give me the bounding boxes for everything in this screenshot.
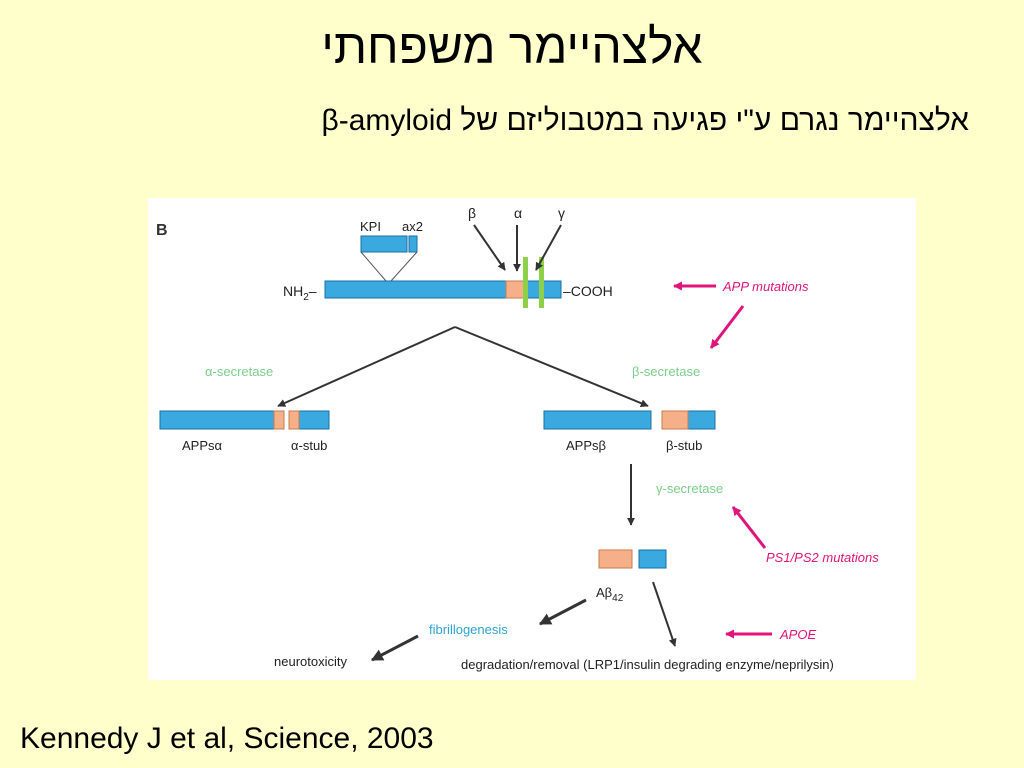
alpha-stub-label: α-stub (291, 438, 327, 453)
ax2-label: ax2 (402, 219, 423, 234)
tm-bar-1 (523, 257, 528, 308)
alpha-secretase-label: α-secretase (205, 364, 273, 379)
ax2-domain (408, 235, 418, 253)
apps-beta-fragment (543, 410, 652, 430)
app-processing-figure: B KPI ax2 NH2– –COOH β α γ APP mutations… (148, 198, 916, 680)
kpi-label: KPI (360, 219, 381, 234)
beta-stub-label: β-stub (666, 438, 702, 453)
slide-subtitle: אלצהיימר נגרם ע"י פגיעה במטבוליזם של β-a… (321, 104, 969, 137)
alpha-stub-abeta-part (288, 410, 300, 430)
beta-site-label: β (468, 205, 476, 221)
ps-mutations-label: PS1/PS2 mutations (766, 550, 879, 565)
beta-secretase-label: β-secretase (632, 364, 700, 379)
neurotoxicity-arrow (370, 634, 419, 662)
apoe-label: APOE (779, 627, 816, 642)
citation: Kennedy J et al, Science, 2003 (20, 722, 434, 755)
beta-stub-abeta-part (661, 410, 689, 430)
nh2-label: NH2– (283, 283, 317, 303)
degradation-label: degradation/removal (LRP1/insulin degrad… (461, 657, 834, 672)
gamma-site-arrow (535, 224, 562, 271)
slide-title: אלצהיימר משפחתי (321, 21, 703, 74)
apps-beta-label: APPsβ (566, 438, 606, 453)
neurotoxicity-label: neurotoxicity (274, 654, 347, 669)
app-mutations-label: APP mutations (722, 279, 809, 294)
panel-label: B (156, 222, 168, 239)
insert-line-right (390, 251, 418, 282)
apps-alpha-fragment (159, 410, 285, 430)
split-arrow-alpha (277, 326, 456, 407)
abeta42-label: Aβ42 (596, 585, 624, 604)
beta-site-arrow (473, 224, 506, 271)
app-full-protein (324, 280, 562, 299)
gamma-secretase-label: γ-secretase (656, 481, 723, 496)
apps-alpha-abeta-part (273, 410, 285, 430)
insert-line-left (360, 251, 387, 282)
tm-bar-2 (539, 257, 544, 308)
gamma-site-label: γ (558, 205, 565, 221)
cooh-label: –COOH (563, 283, 613, 299)
split-arrow-beta (454, 326, 649, 407)
figure-svg: B KPI ax2 NH2– –COOH β α γ APP mutations… (156, 205, 879, 672)
degradation-arrow (652, 581, 677, 647)
abeta42-cterm (638, 549, 667, 569)
ps-mutations-arrow (731, 506, 767, 549)
abeta42-peptide (598, 549, 633, 569)
fibrillogenesis-arrow (538, 598, 587, 626)
fibrillogenesis-label: fibrillogenesis (429, 622, 508, 637)
alpha-site-label: α (514, 205, 522, 221)
app-mutations-beta-arrow (709, 305, 745, 349)
apps-alpha-label: APPsα (182, 438, 223, 453)
kpi-domain (360, 235, 408, 253)
